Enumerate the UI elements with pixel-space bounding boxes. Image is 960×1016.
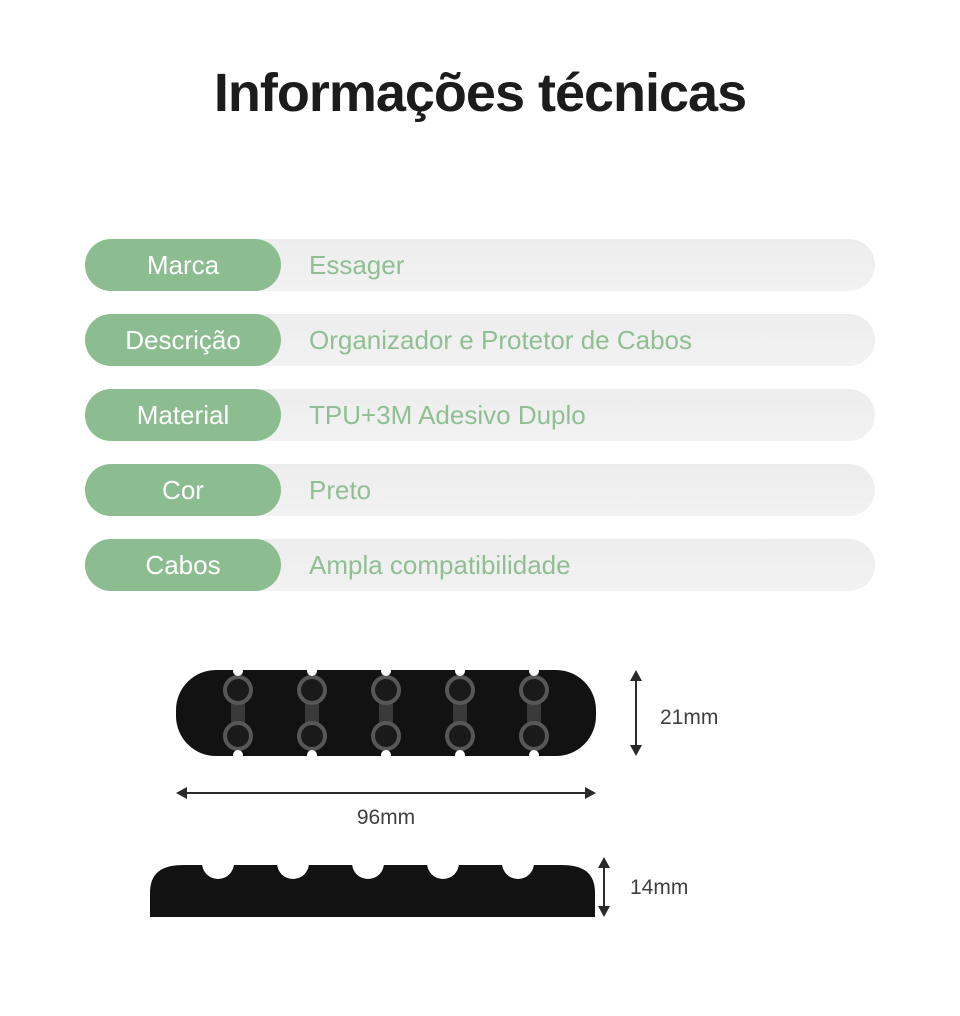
- spec-label: Cor: [162, 474, 204, 505]
- spec-label-pill: Cabos: [85, 539, 281, 591]
- spec-value: Organizador e Protetor de Cabos: [309, 325, 692, 355]
- spec-label: Marca: [146, 249, 220, 280]
- spec-row-material: Material TPU+3M Adesivo Duplo: [85, 389, 875, 441]
- organizer-top-view: [176, 670, 596, 756]
- spec-label: Cabos: [145, 549, 221, 580]
- spec-row-descricao: Descrição Organizador e Protetor de Cabo…: [85, 314, 875, 366]
- spec-value: TPU+3M Adesivo Duplo: [309, 400, 586, 430]
- spec-label: Descrição: [125, 324, 241, 355]
- spec-row-cor: Cor Preto: [85, 464, 875, 516]
- width-dimension-arrow-icon: [176, 787, 596, 799]
- spec-label-pill: Material: [85, 389, 281, 441]
- organizer-side-view: [150, 857, 595, 917]
- height-dimension-arrow-icon: [630, 670, 642, 756]
- spec-label-pill: Marca: [85, 239, 281, 291]
- spec-row-cabos: Cabos Ampla compatibilidade: [85, 539, 875, 591]
- spec-row-marca: Marca Essager: [85, 239, 875, 291]
- page-title: Informações técnicas: [213, 63, 747, 123]
- spec-label-pill: Cor: [85, 464, 281, 516]
- width-dimension-label: 96mm: [356, 806, 416, 829]
- spec-label-pill: Descrição: [85, 314, 281, 366]
- height-dimension-label: 21mm: [660, 706, 719, 729]
- depth-dimension-arrow-icon: [598, 857, 610, 917]
- spec-list: Marca Essager Descrição Organizador e Pr…: [85, 239, 875, 614]
- spec-value: Preto: [309, 475, 372, 505]
- spec-value: Ampla compatibilidade: [309, 550, 571, 580]
- spec-label: Material: [136, 399, 230, 430]
- depth-dimension-label: 14mm: [630, 876, 689, 899]
- spec-value: Essager: [309, 250, 405, 280]
